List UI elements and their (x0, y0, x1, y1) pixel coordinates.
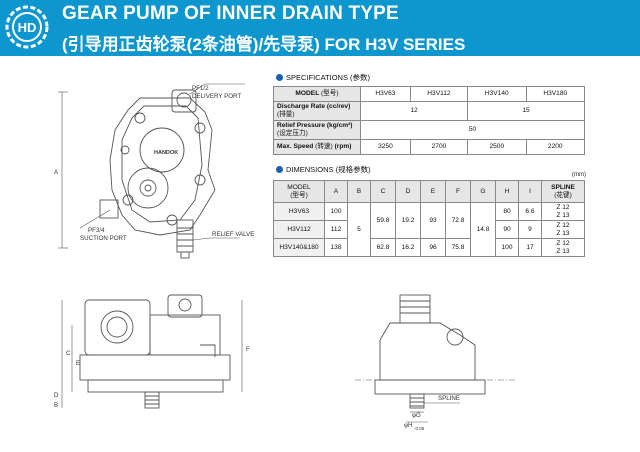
svg-text:B: B (54, 402, 58, 409)
dim-col-header: D (395, 180, 421, 203)
spec-value: 15 (467, 101, 585, 121)
svg-text:RELIEF VALVE: RELIEF VALVE (212, 231, 254, 238)
svg-text:E: E (76, 360, 80, 367)
hd-logo: HD (5, 5, 49, 49)
dim-cell: 9 (518, 220, 542, 239)
dim-cell: 16.2 (395, 238, 421, 257)
specifications-table: MODEL (型号) H3V63 H3V112 H3V140 H3V180 Di… (273, 86, 586, 155)
dimensions-title: DIMENSIONS (规格参数) (276, 164, 371, 175)
svg-text:F: F (246, 346, 250, 353)
page-subtitle: (引导用正齿轮泵(2条油管)/先导泵) FOR H3V SERIES (62, 35, 466, 54)
dim-model: H3V63 (273, 202, 325, 221)
dim-cell: 59.8 (370, 202, 396, 239)
spec-model: H3V180 (525, 86, 586, 102)
svg-text:SUCTION PORT: SUCTION PORT (80, 235, 127, 242)
dim-cell: 100 (495, 238, 519, 257)
spec-row-label: Max. Speed (转速) (rpm) (273, 139, 361, 155)
spec-value: 2700 (409, 139, 469, 155)
dim-col-header: B (347, 180, 371, 203)
dim-cell: 96 (420, 238, 446, 257)
pump-side-view-right-drawing: SPLINE φG φH -0.05 (355, 294, 515, 431)
dim-cell: 112 (324, 220, 348, 239)
svg-text:PF1/2: PF1/2 (192, 85, 209, 92)
spec-model-header: MODEL (型号) (273, 86, 361, 102)
svg-text:φH: φH (404, 422, 412, 429)
svg-text:HANDOK: HANDOK (154, 150, 178, 156)
spec-value: 3250 (360, 139, 411, 155)
spec-model: H3V112 (409, 86, 469, 102)
spec-row-label: Discharge Rate (cc/rev)(排量) (273, 101, 361, 121)
dim-model: H3V140&180 (273, 238, 325, 257)
page-title: GEAR PUMP OF INNER DRAIN TYPE (62, 3, 399, 24)
dim-col-header: E (420, 180, 446, 203)
svg-text:D: D (54, 392, 59, 399)
dim-col-header: C (370, 180, 396, 203)
svg-text:A: A (54, 169, 59, 176)
dim-cell: 100 (324, 202, 348, 221)
spec-model: H3V63 (360, 86, 411, 102)
svg-text:DELIVERY PORT: DELIVERY PORT (192, 93, 241, 100)
svg-text:-0.05: -0.05 (414, 426, 425, 431)
dimensions-unit: (mm) (572, 172, 586, 178)
dim-cell: 19.2 (395, 202, 421, 239)
bullet-icon (276, 166, 283, 173)
svg-text:φG: φG (412, 412, 421, 419)
dim-spline-header: SPLINE(花键) (541, 180, 585, 203)
dim-cell: 17 (518, 238, 542, 257)
dim-cell: 138 (324, 238, 348, 257)
dim-col-header: G (470, 180, 496, 203)
bullet-icon (276, 74, 283, 81)
header-banner: HD GEAR PUMP OF INNER DRAIN TYPE (引导用正齿轮… (0, 0, 640, 56)
dim-col-header: I (518, 180, 542, 203)
dim-col-header: H (495, 180, 519, 203)
dim-cell: 14.8 (470, 202, 496, 257)
specifications-title: SPECIFICATIONS (参数) (276, 72, 370, 83)
dim-model-header: MODEL(型号) (273, 180, 325, 203)
dim-cell: 75.8 (445, 238, 471, 257)
pump-front-view-drawing: PF1/2 DELIVERY PORT HANDOK A PF3/4 SUCTI… (54, 83, 254, 259)
dim-cell: 62.8 (370, 238, 396, 257)
dim-model: H3V112 (273, 220, 325, 239)
spec-value: 50 (360, 120, 585, 140)
svg-text:SPLINE: SPLINE (438, 395, 460, 402)
pump-side-view-left-drawing: C E F D B (54, 294, 250, 409)
dim-cell: 80 (495, 202, 519, 221)
spec-value: 2500 (467, 139, 527, 155)
dim-cell: 72.8 (445, 202, 471, 239)
spec-value: 12 (359, 101, 469, 121)
dim-cell: 6.6 (518, 202, 542, 221)
svg-text:PF3/4: PF3/4 (88, 227, 105, 234)
dim-cell: 90 (495, 220, 519, 239)
svg-text:C: C (66, 350, 71, 357)
dim-cell: 5 (347, 202, 371, 257)
dim-col-header: F (445, 180, 471, 203)
spec-row-label: Relief Pressure (kg/cm²)(设定压力) (273, 120, 361, 140)
dim-cell: 93 (420, 202, 446, 239)
spec-model: H3V140 (467, 86, 527, 102)
dimensions-table: MODEL(型号) A B C D E F G H I SPLINE(花键) H… (273, 180, 585, 257)
dim-col-header: A (324, 180, 348, 203)
svg-text:HD: HD (18, 20, 37, 35)
spec-value: 2200 (525, 139, 586, 155)
